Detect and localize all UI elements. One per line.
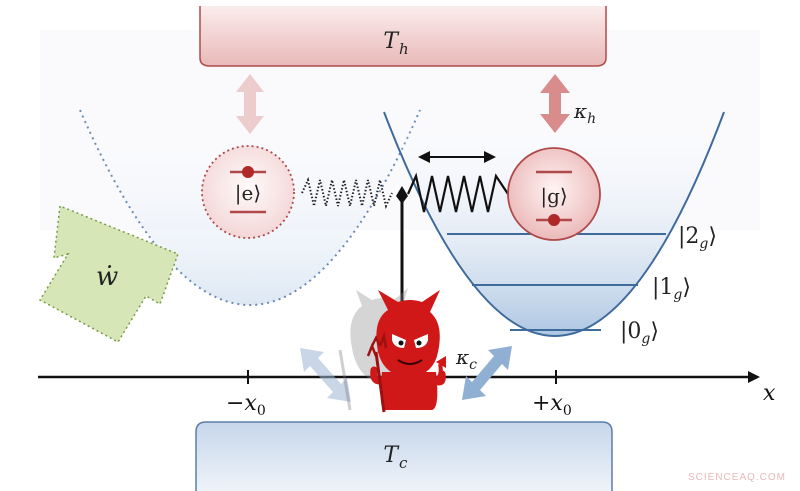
cold-bath [195,421,613,491]
hot-coupling-arrow-left [236,74,264,134]
right-spring [406,172,509,213]
tick-plus-label: +x0 [532,391,572,419]
ground-atom [507,147,601,241]
maxwell-demon [366,290,446,413]
x-axis-arrowhead [748,371,760,383]
spring-arrow-right-head [484,151,496,163]
level-1-label: |1g⟩ [652,275,691,303]
ground-state-label: |g⟩ [540,184,567,209]
kappa-h-label: κh [573,99,596,127]
kappa-c-label: κc [455,345,477,373]
excited-atom [201,145,295,239]
cold-coupling-arrow-left [300,348,351,402]
level-2-label: |2g⟩ [678,224,717,252]
cold-coupling-arrow-right [462,346,512,400]
excited-state-label: |e⟩ [235,181,261,206]
right-potential-well [383,111,725,337]
spring-arrow-left-head [418,151,430,163]
left-potential-well [79,109,421,306]
work-label: ẇ [96,262,118,292]
cold-bath-subscript: c [399,454,408,472]
pole-tip [396,186,408,204]
hot-bath-subscript: h [399,40,409,58]
hot-coupling-arrow-right [540,74,570,133]
cold-bath-label: T [383,443,400,468]
tick-minus-label: −x0 [226,391,266,419]
watermark: SCIENCEAQ.COM [687,472,786,483]
x-axis-label: x [763,381,776,406]
hot-bath-label: T [383,29,400,54]
level-0-label: |0g⟩ [620,319,659,347]
hot-bath [199,6,607,67]
work-arrow [38,204,179,343]
